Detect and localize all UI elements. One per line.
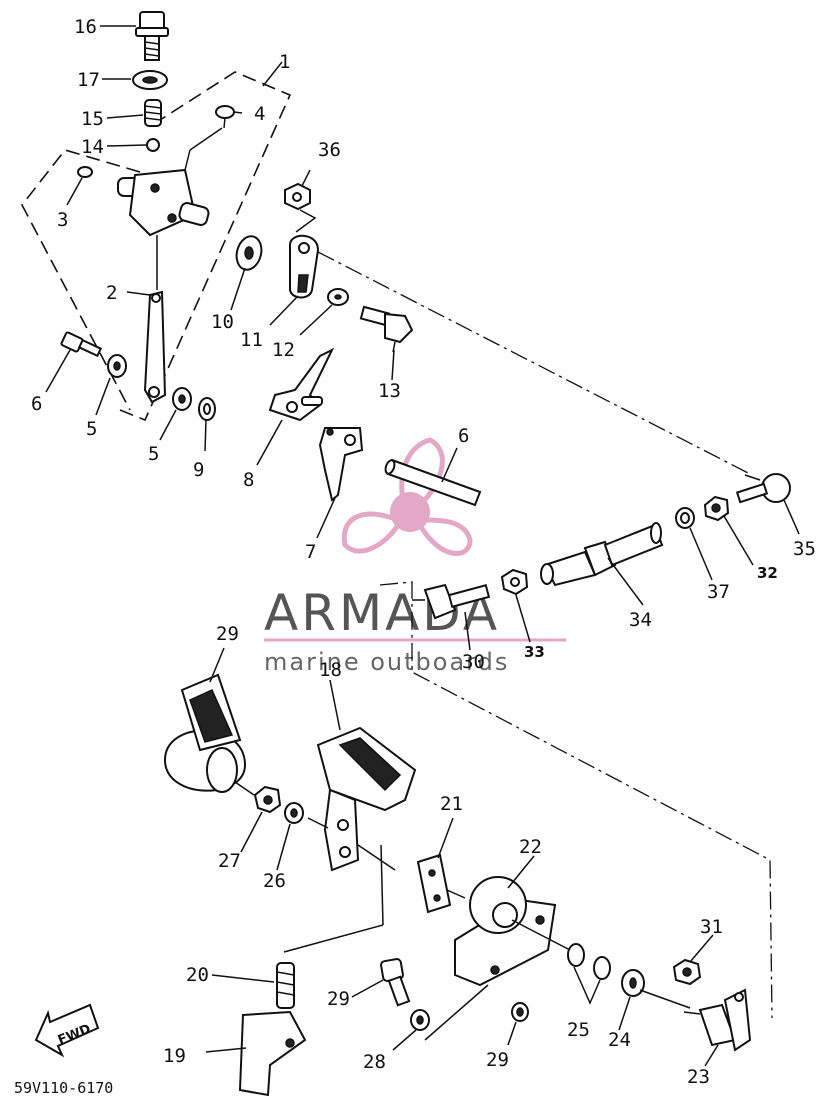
nut-29-left [410,1009,430,1031]
callout-35: 33 [524,643,545,661]
callout-6: 6 [31,393,42,415]
callout-28: 27 [218,850,241,872]
pin-rod-7 [384,458,482,507]
watermark-logo: ARMADA marine outboards [264,437,566,676]
callout-7: 6 [458,425,469,447]
ball-joint-37 [735,473,791,504]
callout-2: 2 [106,282,117,304]
callout-19: 18 [319,659,342,681]
callout-20: 19 [163,1045,186,1067]
callout-16: 15 [81,108,104,130]
bolt-32 [412,583,491,620]
callout-12: 11 [240,329,263,351]
callout-4: 4 [254,103,265,125]
ball-15 [146,138,160,152]
callout-9: 8 [243,469,254,491]
washer-5-right [172,387,192,411]
lever-arm-2 [143,235,167,404]
callout-23: 22 [519,836,542,858]
fwd-arrow-icon: FWD [34,1003,100,1058]
shift-shaft-block [117,168,210,237]
bolt-31 [380,958,411,1007]
nut-34 [703,495,730,522]
bolt-17 [135,11,169,61]
callout-24: 23 [687,1066,710,1088]
nut-29-right [511,1002,529,1022]
callout-14: 13 [378,380,401,402]
callout-18: 17 [77,69,100,91]
lever-handle-19 [316,726,417,872]
callout-11: 10 [211,311,234,333]
nut-28 [253,785,282,814]
bolt-14 [359,305,414,353]
callout-33: 31 [700,916,723,938]
watermark-tagline: marine outboards [264,648,509,676]
callout-10: 9 [193,459,204,481]
ball-3 [77,166,93,178]
nut-38 [284,182,317,233]
bolt-6 [60,331,103,358]
washer-5-left [107,354,127,378]
o-rings-26 [567,943,611,1005]
washer-27 [284,802,304,824]
bracket-20 [238,1010,307,1097]
callout-26: 25 [567,1019,590,1041]
nut-33 [672,958,702,986]
callout-37: 35 [793,538,816,560]
callout-3: 3 [57,209,68,231]
callout-22: 21 [440,793,463,815]
plate-22 [416,853,452,914]
shift-rod-36 [540,522,664,587]
callout-25: 24 [608,1029,631,1051]
assembly-group-outline [21,61,292,422]
leader-lines [45,25,800,1067]
washer-13 [327,288,349,306]
link-24 [683,988,752,1052]
callout-8: 7 [305,541,316,563]
callout-30: 29 [216,623,239,645]
callout-36: 34 [629,609,652,631]
connection-lines [184,127,773,1041]
pin-4 [215,105,235,129]
callout-1: 1 [279,51,290,73]
grip-30 [163,673,247,793]
shift-fork-8 [318,427,364,502]
callout-5-right: 5 [148,443,159,465]
callout-29-right: 29 [486,1049,509,1071]
callout-39: 37 [707,581,730,603]
bracket-23 [454,876,557,987]
callout-32: 30 [462,651,485,673]
callout-34: 32 [757,564,778,582]
diagram-code: 59V110-6170 [14,1079,113,1097]
nut-35 [500,568,529,596]
callout-27: 26 [263,870,286,892]
callout-labels: 16 17 15 14 1 4 3 2 6 5 5 9 10 11 12 13 … [31,16,816,1088]
washer-11 [235,235,263,271]
callout-5-left: 5 [86,418,97,440]
spring-16 [144,99,162,127]
shift-lever-9 [268,347,335,422]
callout-15: 14 [81,136,104,158]
callout-31: 29 [327,988,350,1010]
washer-18 [132,70,168,90]
spring-21 [276,962,295,1009]
callout-17: 16 [74,16,97,38]
lever-12 [289,234,320,299]
clip-10 [198,397,216,421]
callout-21: 20 [186,964,209,986]
callout-29-left: 28 [363,1051,386,1073]
washer-25 [621,969,645,997]
callout-13: 12 [272,339,295,361]
collar-39 [675,507,695,529]
callout-38: 36 [318,139,341,161]
